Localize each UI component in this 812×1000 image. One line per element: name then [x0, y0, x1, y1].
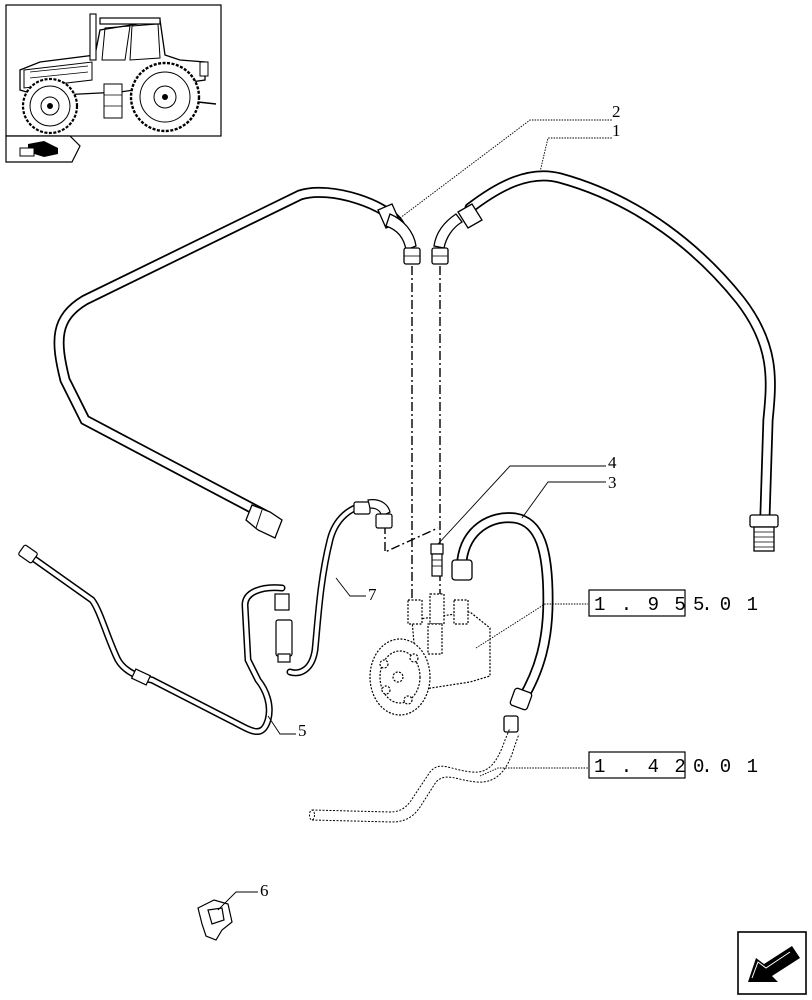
pipe-5 — [26, 552, 286, 735]
callout-4: 4 — [608, 453, 617, 472]
pipe-1-top-fitting — [431, 203, 483, 265]
callout-1: 1 — [612, 121, 621, 140]
pipe-reference-1-42 — [309, 727, 520, 823]
tractor-thumbnail — [5, 4, 222, 137]
pipe-2-top-fitting — [377, 203, 421, 265]
hydraulics-section-icon — [5, 135, 81, 163]
ref-1-95-boxed: 1 . 9 5 . — [594, 594, 715, 616]
hose-3 — [456, 512, 554, 706]
ref-1-42-boxed: 1 . 4 2 . — [594, 756, 715, 778]
pipe-7 — [286, 501, 374, 677]
arrow-back-icon[interactable] — [737, 931, 807, 995]
adapter-4 — [430, 543, 444, 577]
pipe-5-fittings — [18, 544, 152, 686]
cross-reference-1-42[interactable]: 1 . 4 2 . 0 0 1 — [588, 751, 760, 779]
ref-1-95-suffix: 5 0 1 — [693, 594, 760, 616]
pipe-7-fittings — [274, 499, 393, 663]
callout-2: 2 — [612, 102, 621, 121]
callout-3: 3 — [608, 473, 617, 492]
clip-6 — [197, 899, 233, 941]
hose-3-fittings — [451, 559, 533, 733]
callout-6: 6 — [260, 881, 269, 900]
pipe-1-right — [464, 170, 776, 521]
steering-unit — [369, 593, 491, 716]
callout-5: 5 — [298, 721, 307, 740]
ref-1-42-suffix: 0 0 1 — [693, 756, 760, 778]
cross-reference-1-95[interactable]: 1 . 9 5 . 5 0 1 — [588, 589, 760, 617]
leader-lines — [217, 119, 612, 911]
pipe-1-bottom-fitting — [749, 514, 779, 552]
pipe-2-left — [53, 186, 406, 539]
callout-7: 7 — [368, 585, 377, 604]
